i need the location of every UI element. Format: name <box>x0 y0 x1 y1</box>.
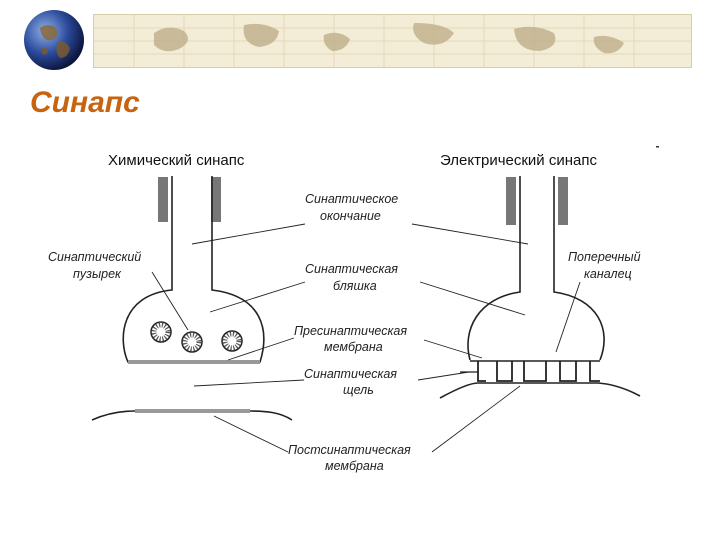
label-vesicle-2: пузырек <box>73 267 122 281</box>
chemical-synapse-header: Химический синапс <box>108 152 245 169</box>
world-map-decoration <box>94 15 691 67</box>
label-presynaptic-1: Пресинаптическая <box>294 324 407 338</box>
chemical-synapse-drawing <box>91 176 293 421</box>
label-cleft-1: Синаптическая <box>304 367 397 381</box>
globe-icon <box>22 8 86 72</box>
label-postsynaptic-1: Постсинаптическая <box>288 443 411 457</box>
diagram-labels: Синаптическое окончание Синаптический пу… <box>48 192 641 473</box>
synaptic-vesicles <box>150 321 243 353</box>
label-synaptic-ending-2: окончание <box>320 209 381 223</box>
gap-junction-channels <box>477 361 600 382</box>
label-vesicle-1: Синаптический <box>48 250 141 264</box>
label-plaque-2: бляшка <box>333 279 377 293</box>
electrical-synapse-drawing <box>439 176 641 399</box>
header-banner-map <box>93 14 692 68</box>
leader-lines <box>151 223 581 453</box>
label-cleft-2: щель <box>343 383 374 397</box>
slide-title: Синапс <box>30 86 140 119</box>
label-postsynaptic-2: мембрана <box>325 459 384 473</box>
label-synaptic-ending-1: Синаптическое <box>305 192 398 206</box>
label-presynaptic-2: мембрана <box>324 340 383 354</box>
electrical-synapse-header: Электрический синапс <box>440 152 597 169</box>
label-channel-1: Поперечный <box>568 250 641 264</box>
label-plaque-1: Синаптическая <box>305 262 398 276</box>
label-channel-2: каналец <box>584 267 632 281</box>
